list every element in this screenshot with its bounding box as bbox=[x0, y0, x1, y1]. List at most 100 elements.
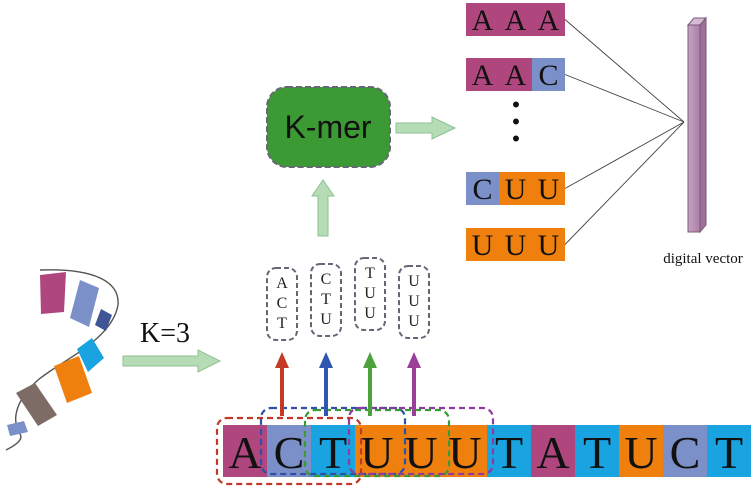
kmer-connector-lines bbox=[564, 19, 685, 245]
sequence-letter: T bbox=[495, 427, 523, 478]
window-box bbox=[259, 406, 407, 476]
capsule-letter: C bbox=[277, 295, 288, 312]
kmer-cell bbox=[499, 3, 532, 36]
sequence-cell bbox=[707, 425, 751, 477]
connector-line bbox=[564, 74, 685, 123]
rna-segment bbox=[40, 272, 66, 314]
window-arrow-head bbox=[319, 352, 333, 368]
kmer-capsule bbox=[398, 265, 430, 339]
kmer-cell bbox=[466, 58, 499, 91]
sequence-letter: U bbox=[624, 427, 657, 478]
window-arrow-head bbox=[363, 352, 377, 368]
rna-segment bbox=[54, 356, 92, 403]
sequence-cell bbox=[443, 425, 487, 477]
kmer-cell bbox=[466, 172, 499, 205]
digital-vector-label: digital vector bbox=[663, 251, 743, 267]
sliding-windows bbox=[215, 406, 495, 486]
kmer-letter: C bbox=[472, 173, 492, 206]
kmer-cell bbox=[532, 58, 565, 91]
k-arrow bbox=[122, 349, 222, 373]
sequence-cell bbox=[619, 425, 663, 477]
sequence-cell bbox=[311, 425, 355, 477]
ellipsis-dot: • bbox=[512, 92, 520, 117]
sequence-letter: T bbox=[319, 427, 347, 478]
kmer-letter: A bbox=[538, 4, 560, 37]
kmer-box: K-mer bbox=[266, 86, 391, 168]
sequence-letter: A bbox=[536, 427, 569, 478]
connector-line bbox=[564, 121, 685, 245]
sequence-cell bbox=[575, 425, 619, 477]
sequence-cell bbox=[355, 425, 399, 477]
sequence-letter: T bbox=[583, 427, 611, 478]
kmer-cell bbox=[532, 172, 565, 205]
sequence-cell bbox=[223, 425, 267, 477]
sequence-cell bbox=[531, 425, 575, 477]
capsule-letter: A bbox=[276, 275, 288, 292]
ellipsis-dot: • bbox=[512, 126, 520, 151]
kmer-capsule bbox=[266, 267, 298, 341]
kmer-capsule bbox=[354, 257, 386, 331]
kmer-letter: U bbox=[538, 173, 560, 206]
sequence-letter: U bbox=[360, 427, 393, 478]
window-box bbox=[347, 406, 495, 476]
window-arrow-head bbox=[407, 352, 421, 368]
capsule-letter: U bbox=[320, 311, 332, 328]
sequence-letter: A bbox=[228, 427, 261, 478]
sequence-letter: T bbox=[715, 427, 743, 478]
kmer-capsule bbox=[310, 263, 342, 337]
kmer-cell bbox=[499, 228, 532, 261]
connector-line bbox=[564, 121, 685, 189]
capsule-letter: T bbox=[277, 315, 287, 332]
kmer-box-label: K-mer bbox=[284, 109, 371, 145]
sequence-cell bbox=[487, 425, 531, 477]
kmer-cell bbox=[532, 228, 565, 261]
kmer-cell bbox=[466, 228, 499, 261]
sequence-cell bbox=[399, 425, 443, 477]
k-value-label: K=3 bbox=[140, 318, 190, 349]
kmer-letter: A bbox=[505, 4, 527, 37]
kmer-letter: U bbox=[538, 229, 560, 262]
up-arrow bbox=[311, 179, 335, 237]
kmer-letter: C bbox=[538, 59, 558, 92]
capsule-letter: C bbox=[321, 271, 332, 288]
kmer-cell bbox=[499, 172, 532, 205]
rna-backbone bbox=[5, 269, 119, 451]
sequence-cell bbox=[267, 425, 311, 477]
rna-segment bbox=[70, 280, 99, 327]
kmer-cell bbox=[499, 58, 532, 91]
capsule-letter: U bbox=[364, 305, 376, 322]
rna-segment bbox=[95, 309, 112, 331]
capsule-letter: T bbox=[365, 265, 375, 282]
capsule-letter: U bbox=[364, 285, 376, 302]
ellipsis-dot: • bbox=[512, 109, 520, 134]
kmer-letter: A bbox=[472, 4, 494, 37]
rna-segment bbox=[16, 383, 57, 426]
capsule-letter: U bbox=[408, 313, 420, 330]
kmer-cell bbox=[466, 3, 499, 36]
rna-segment bbox=[7, 421, 28, 436]
capsule-letter: U bbox=[408, 293, 420, 310]
capsule-letter: T bbox=[321, 291, 331, 308]
kmer-cell bbox=[532, 3, 565, 36]
sequence-letter: C bbox=[274, 427, 305, 478]
kmer-letter: U bbox=[472, 229, 494, 262]
kmer-letter: U bbox=[505, 229, 527, 262]
rna-strand-illustration bbox=[5, 269, 119, 451]
kmer-letter: A bbox=[505, 59, 527, 92]
capsule-letter: U bbox=[408, 273, 420, 290]
sequence-cell bbox=[663, 425, 707, 477]
digital-vector-bar bbox=[686, 16, 708, 234]
sequence-letter: U bbox=[448, 427, 481, 478]
kmer-letter: A bbox=[472, 59, 494, 92]
sequence-letter: C bbox=[670, 427, 701, 478]
kmer-letter: U bbox=[505, 173, 527, 206]
ellipsis-dots: ••• bbox=[512, 92, 520, 151]
sequence-letter: U bbox=[404, 427, 437, 478]
connector-line bbox=[564, 19, 685, 123]
window-box bbox=[303, 408, 451, 478]
window-box bbox=[215, 416, 363, 486]
